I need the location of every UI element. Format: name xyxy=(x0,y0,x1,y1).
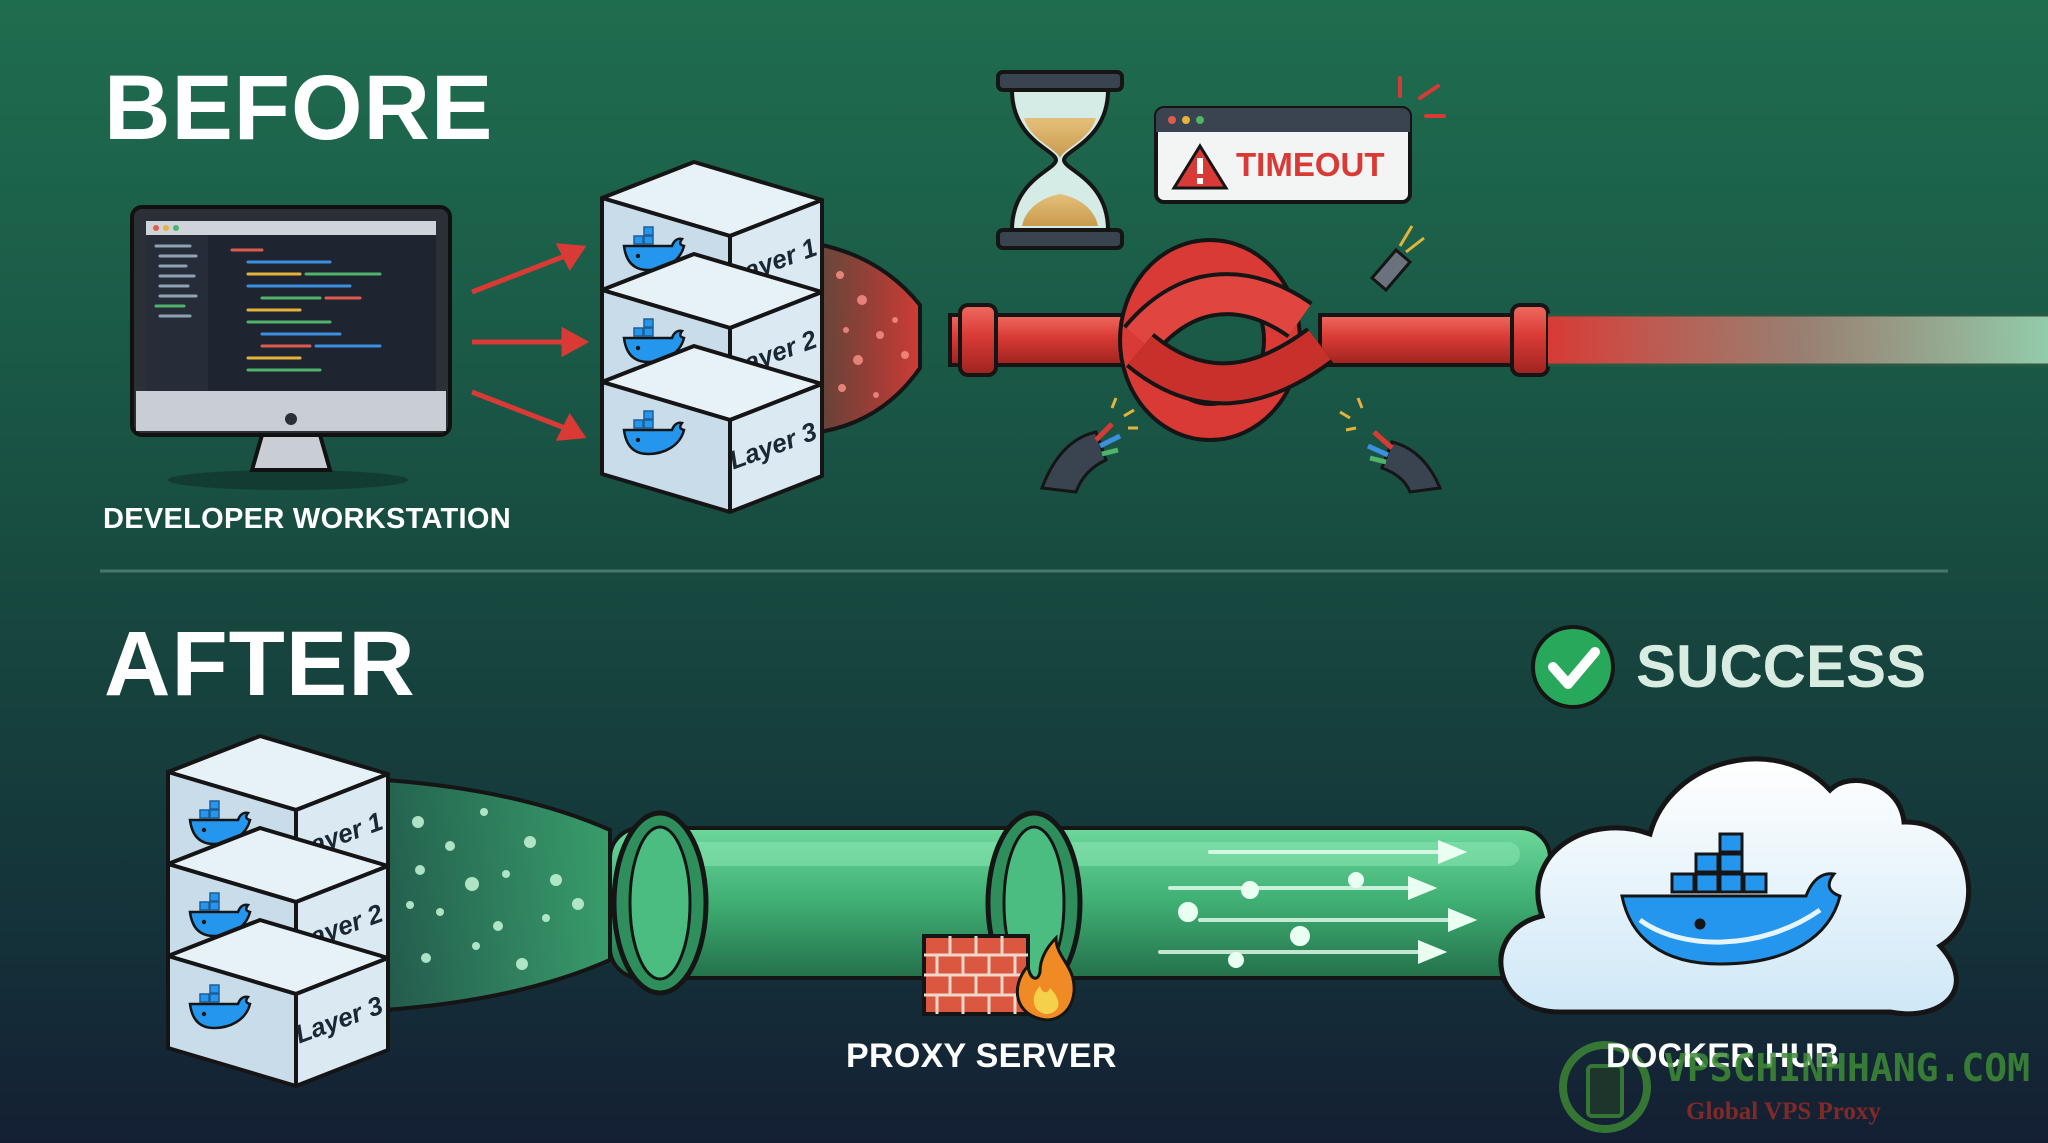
docker-whale-icon xyxy=(1620,832,1842,966)
workstation-monitor-icon xyxy=(130,205,452,490)
watermark-tagline: Global VPS Proxy xyxy=(1686,1098,1881,1125)
flame-icon xyxy=(1015,934,1076,1022)
warning-icon xyxy=(1171,143,1229,190)
success-label: SUCCESS xyxy=(1636,633,1927,700)
docker-whale-icon xyxy=(622,410,686,456)
green-particles xyxy=(406,808,584,970)
before-heading: BEFORE xyxy=(104,57,494,159)
green-funnel xyxy=(383,777,612,1013)
docker-whale-icon xyxy=(188,984,252,1030)
after-heading: AFTER xyxy=(104,613,416,715)
workstation-label: DEVELOPER WORKSTATION xyxy=(103,503,512,535)
cut-cable-icon xyxy=(1039,225,1443,494)
timeout-alert xyxy=(1154,76,1446,204)
check-icon xyxy=(1531,625,1615,709)
brick-wall-icon xyxy=(922,934,1030,1016)
timeout-label: TIMEOUT xyxy=(1236,146,1385,183)
after-layer-cube-3: Layer 3 xyxy=(166,918,390,1088)
docker-hub-label: DOCKER HUB xyxy=(1606,1037,1840,1075)
proxy-server-label: PROXY SERVER xyxy=(846,1037,1117,1075)
before-layer-cube-3: Layer 3 xyxy=(600,344,824,514)
watermark-logo-icon xyxy=(1559,1041,1651,1133)
pipe-knot xyxy=(1118,238,1334,442)
push-arrows xyxy=(471,243,590,441)
red-particles xyxy=(836,271,909,398)
fading-pipe xyxy=(1548,315,2048,365)
flow-arrows xyxy=(1158,840,1478,968)
hourglass-icon xyxy=(996,70,1124,250)
watermark-brand: VPSCHINHHANG.COM xyxy=(1664,1046,2031,1090)
